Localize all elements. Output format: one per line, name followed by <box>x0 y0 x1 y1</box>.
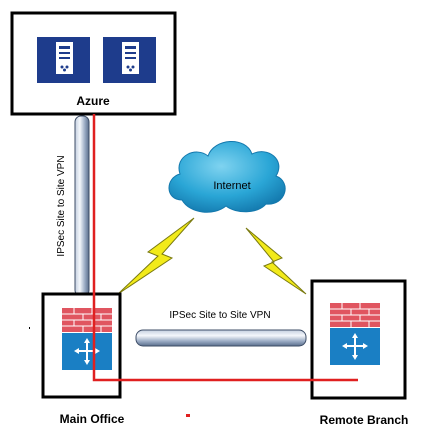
horizontal-vpn-tunnel: IPSec Site to Site VPN <box>135 310 307 347</box>
firewall-router-icon <box>62 308 112 370</box>
main-office-node: Main Office <box>41 292 125 426</box>
internet-label: Internet <box>213 180 250 192</box>
remote-branch-node: Remote Branch <box>310 279 409 427</box>
main-office-label: Main Office <box>60 412 125 426</box>
remote-branch-label: Remote Branch <box>320 413 409 427</box>
stray-dot <box>29 327 30 329</box>
azure-node: Azure <box>10 11 177 116</box>
vertical-vpn-tunnel: IPSec Site to Site VPN <box>56 115 90 297</box>
stray-mark <box>186 414 190 417</box>
horizontal-vpn-label: IPSec Site to Site VPN <box>169 310 270 321</box>
firewall-router-icon <box>330 303 380 365</box>
server-icon <box>103 37 156 83</box>
lightning-bolt-icon <box>245 227 307 295</box>
internet-cloud: Internet <box>168 141 286 213</box>
direct-path-line <box>92 114 358 382</box>
vertical-vpn-label: IPSec Site to Site VPN <box>56 155 67 256</box>
azure-label: Azure <box>76 94 110 108</box>
lightning-bolt-icon <box>117 217 195 295</box>
server-icon <box>37 37 90 83</box>
